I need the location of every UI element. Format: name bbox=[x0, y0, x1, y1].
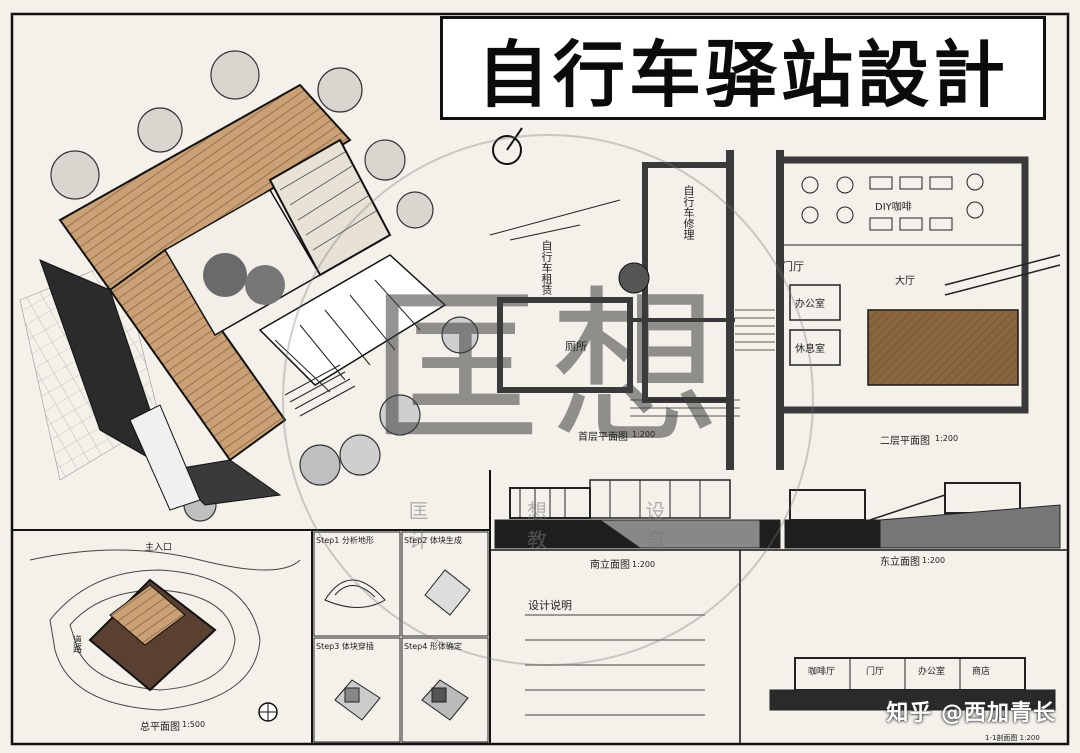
site-plan bbox=[29, 549, 301, 722]
section-label-store: 商店 bbox=[972, 667, 991, 677]
caption-second-floor-scale: 1:200 bbox=[935, 434, 959, 443]
north-arrow-icon bbox=[492, 135, 522, 165]
caption-east-elevation-scale: 1:200 bbox=[922, 556, 946, 565]
credit-watermark: 知乎 @西加青长 bbox=[886, 701, 1056, 726]
design-description-lines bbox=[525, 614, 705, 716]
south-elevation bbox=[494, 479, 781, 549]
caption-east-elevation: 东立面图 bbox=[880, 557, 920, 568]
caption-south-elevation: 南立面图 bbox=[590, 560, 630, 571]
watermark-circle bbox=[282, 134, 814, 666]
step-label-3: Step3 体块穿插 bbox=[316, 642, 374, 651]
caption-first-floor-scale: 1:200 bbox=[632, 430, 656, 439]
caption-second-floor: 二层平面图 bbox=[880, 436, 930, 447]
room-label-office: 办公室 bbox=[795, 299, 825, 310]
room-label-hall: 门厅 bbox=[782, 260, 804, 273]
caption-site-plan-scale: 1:500 bbox=[182, 720, 206, 729]
tree-sketches bbox=[50, 50, 479, 522]
room-label-lounge: 休息室 bbox=[795, 344, 825, 355]
site-label-entrance: 主入口 bbox=[145, 543, 173, 553]
section-label-hall: 门厅 bbox=[866, 667, 885, 677]
axonometric-view bbox=[19, 50, 523, 522]
step-label-4: Step4 形体确定 bbox=[404, 642, 462, 651]
east-elevation bbox=[784, 482, 1061, 549]
title-box: 自行车驿站設計 bbox=[440, 16, 1046, 120]
step-label-2: Step2 体块生成 bbox=[404, 536, 462, 545]
caption-first-floor: 首层平面图 bbox=[578, 432, 628, 443]
caption-site-plan: 总平面图 bbox=[140, 722, 180, 733]
caption-section: 1-1剖面图 1:200 bbox=[985, 734, 1040, 742]
room-label-restroom: 厕所 bbox=[565, 340, 587, 353]
caption-south-elevation-scale: 1:200 bbox=[632, 560, 656, 569]
step-label-1: Step1 分析地形 bbox=[316, 536, 374, 545]
sheet-border bbox=[10, 12, 1070, 746]
page-title: 自行车驿站設計 bbox=[476, 31, 1009, 117]
first-floor-plan bbox=[489, 150, 775, 470]
site-label-road: 道路 bbox=[71, 635, 81, 653]
section-label-dining: 咖啡厅 bbox=[808, 667, 836, 677]
concept-steps bbox=[313, 531, 489, 743]
watermark-subtitle: 匡 想 设 计 教 育 bbox=[408, 499, 712, 552]
caption-design-description: 设计说明 bbox=[528, 599, 572, 612]
section-drawing bbox=[769, 657, 1056, 711]
room-label-bike-rental: 自行车租赁 bbox=[540, 240, 553, 295]
watermark-logo: 匡想 bbox=[369, 271, 730, 469]
second-floor-plan bbox=[776, 150, 1061, 470]
room-label-diy-cafe: DIY咖啡 bbox=[875, 202, 912, 213]
section-label-office: 办公室 bbox=[918, 667, 946, 677]
room-label-lobby: 大厅 bbox=[895, 276, 915, 287]
room-label-bike-repair: 自行车修理 bbox=[682, 185, 695, 240]
